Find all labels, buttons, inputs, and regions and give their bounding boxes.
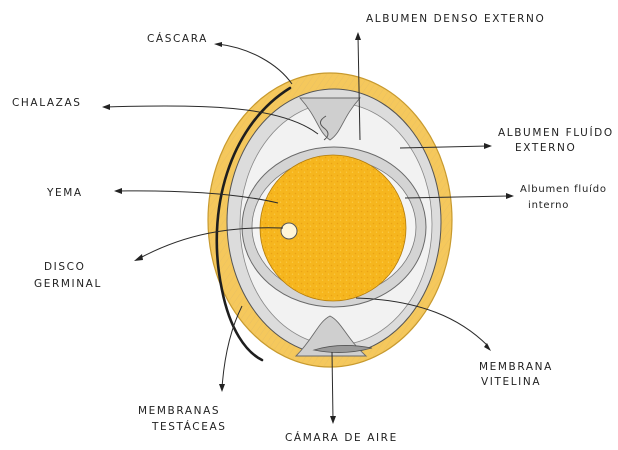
germinal-disc — [281, 223, 297, 239]
label-disco-1: DISCO — [44, 261, 85, 273]
arrow-disco — [134, 254, 143, 261]
arrow-camara — [330, 416, 336, 424]
label-camara: CÁMARA DE AIRE — [285, 431, 398, 444]
label-yema: YEMA — [46, 187, 83, 199]
arrow-membranas-test — [219, 384, 225, 392]
label-membranas-test-1: MEMBRANAS — [138, 405, 220, 417]
arrow-cascara — [214, 42, 222, 47]
label-membrana-vit-1: MEMBRANA — [479, 361, 553, 373]
leader-cascara — [218, 44, 292, 84]
arrow-albumen-denso — [355, 32, 361, 40]
arrow-albumen-fluido-int — [506, 193, 514, 199]
arrow-membrana-vit — [484, 343, 491, 351]
label-disco-2: GERMINAL — [34, 278, 102, 290]
label-cascara: CÁSCARA — [147, 32, 208, 45]
arrow-albumen-fluido-ext — [484, 143, 492, 149]
label-albumen-denso: ALBUMEN DENSO EXTERNO — [366, 13, 545, 25]
label-chalazas: CHALAZAS — [12, 97, 82, 109]
arrow-yema — [114, 188, 122, 194]
label-albumen-fluido-ext-2: EXTERNO — [515, 142, 576, 154]
arrow-chalazas — [102, 104, 110, 110]
label-membrana-vit-2: VITELINA — [481, 376, 541, 388]
label-albumen-fluido-ext-1: ALBUMEN FLUÍDO — [498, 126, 614, 139]
label-membranas-test-2: TESTÁCEAS — [151, 420, 227, 433]
label-albumen-fluido-int-2: interno — [528, 200, 569, 211]
label-albumen-fluido-int-1: Albumen fluído — [520, 183, 607, 195]
